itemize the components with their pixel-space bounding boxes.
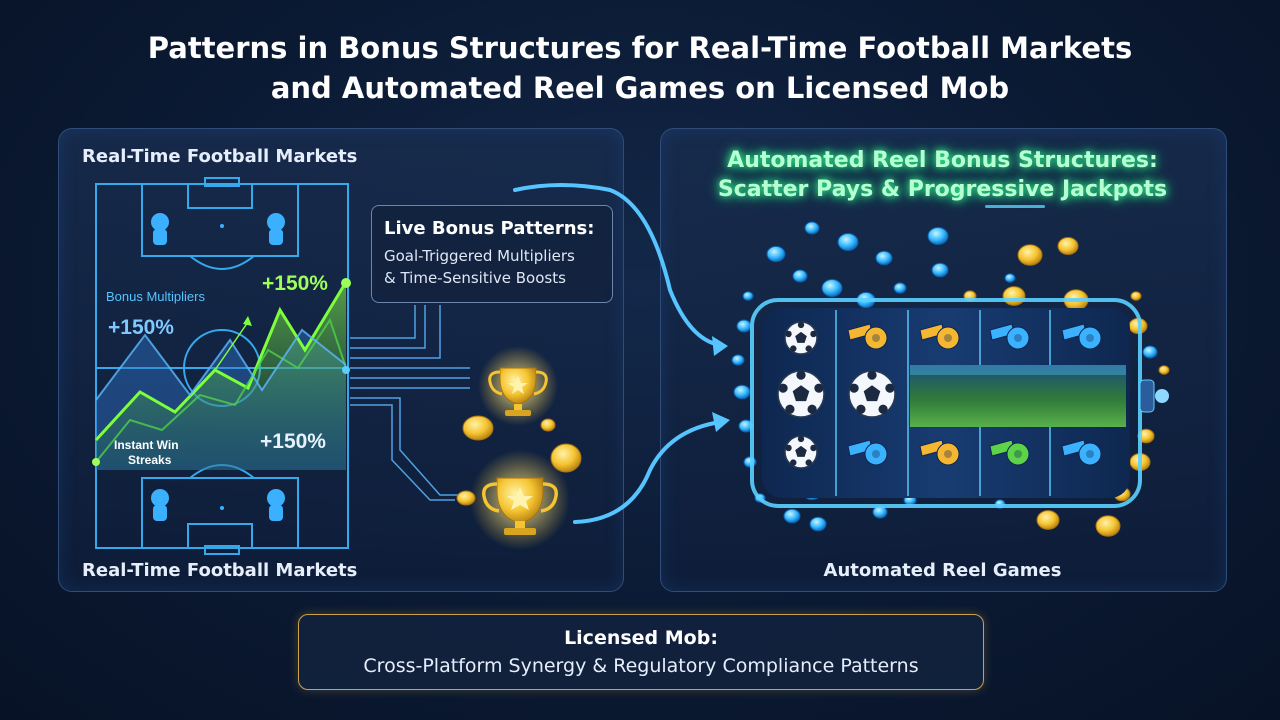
title-line-2: and Automated Reel Games on Licensed Mob — [270, 71, 1010, 105]
coin-icon — [456, 415, 582, 506]
coin-icon — [804, 221, 820, 235]
coin-icon — [927, 227, 949, 245]
left-panel-bottom-label: Real-Time Football Markets — [82, 560, 358, 581]
flow-arrows — [513, 183, 722, 524]
coin-icon — [893, 282, 907, 294]
whistle-icon — [989, 439, 1030, 466]
pct-bottom-label: +150% — [260, 430, 326, 453]
coin-icon — [1004, 273, 1016, 283]
whistle-icon — [847, 323, 888, 350]
coin-icon — [1095, 515, 1121, 537]
whistle-icon — [1061, 323, 1102, 350]
left-panel-top-label: Real-Time Football Markets — [82, 146, 358, 167]
page-title: Patterns in Bonus Structures for Real-Ti… — [0, 28, 1280, 108]
coin-icon — [733, 384, 751, 400]
reel-symbols — [777, 321, 1102, 469]
coin-icon — [1036, 510, 1060, 530]
coin-icon — [837, 233, 859, 251]
coin-icon — [1002, 286, 1026, 306]
coin-icon — [821, 279, 843, 297]
soccer-ball-icon — [777, 370, 825, 418]
live-bonus-callout: Live Bonus Patterns: Goal-Triggered Mult… — [371, 205, 613, 303]
soccer-ball-icon — [848, 370, 896, 418]
whistle-icon — [847, 439, 888, 466]
reel-bonus-heading: Automated Reel Bonus Structures: Scatter… — [660, 146, 1225, 204]
coin-icon — [1142, 345, 1158, 359]
coin-icon — [931, 262, 949, 278]
coin-icon — [766, 245, 786, 263]
trophy-icon — [470, 450, 570, 550]
coin-icon — [1057, 237, 1079, 255]
coin-icon — [1158, 365, 1170, 375]
coin-icon — [1017, 244, 1043, 266]
soccer-ball-icon — [784, 321, 818, 355]
instant-win-line-2: Streaks — [128, 453, 172, 467]
coin-icon — [742, 291, 754, 301]
stadium-icon — [910, 365, 1126, 427]
coin-icon — [809, 516, 827, 532]
right-panel-bottom-label: Automated Reel Games — [823, 560, 1062, 581]
trophy-icon — [478, 346, 558, 426]
callout-line-1: Goal-Triggered Multipliers — [384, 247, 575, 265]
arrow-heads — [712, 336, 730, 432]
player-markers — [151, 213, 285, 521]
coin-icon — [783, 508, 801, 524]
pct-top-label: +150% — [262, 272, 328, 295]
title-line-1: Patterns in Bonus Structures for Real-Ti… — [147, 31, 1133, 65]
licensed-mob-footer: Licensed Mob: Cross-Platform Synergy & R… — [298, 614, 984, 690]
coin-icon — [792, 269, 808, 283]
coin-icon — [875, 250, 893, 266]
chart-connectors — [350, 305, 470, 501]
coin-icon — [731, 354, 745, 366]
coin-icon — [1130, 291, 1142, 301]
whistle-icon — [989, 323, 1030, 350]
reel-heading-line-2: Scatter Pays & Progressive Jackpots — [717, 177, 1168, 202]
callout-line-2: & Time-Sensitive Boosts — [384, 269, 566, 287]
soccer-ball-icon — [784, 435, 818, 469]
bonus-multiplier-chart — [92, 278, 351, 470]
footer-subtitle: Cross-Platform Synergy & Regulatory Comp… — [363, 655, 919, 677]
whistle-icon — [1061, 439, 1102, 466]
callout-title: Live Bonus Patterns: — [384, 218, 595, 239]
reel-heading-line-1: Automated Reel Bonus Structures: — [727, 148, 1158, 173]
instant-win-line-1: Instant Win — [114, 438, 179, 452]
whistle-icon — [919, 439, 960, 466]
coin-icon — [736, 319, 752, 333]
pct-left-label: +150% — [108, 316, 174, 339]
footer-title: Licensed Mob: — [564, 627, 718, 649]
whistle-icon — [919, 323, 960, 350]
bonus-multipliers-label: Bonus Multipliers — [106, 289, 205, 304]
